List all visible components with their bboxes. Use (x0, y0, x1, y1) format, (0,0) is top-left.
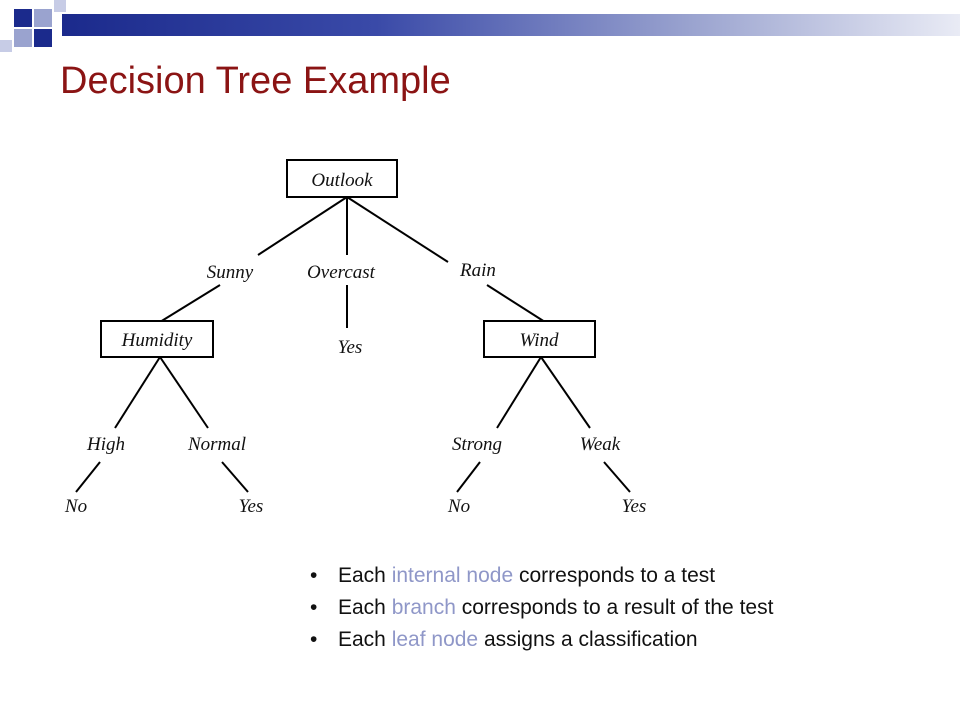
branch-sunny: Sunny (207, 262, 254, 283)
node-humidity: Humidity (121, 330, 193, 351)
note-text: Each (338, 564, 392, 587)
note-highlight: leaf node (391, 628, 479, 651)
decor-square (14, 29, 32, 47)
note-highlight: branch (391, 596, 456, 619)
leaf-high-no: No (64, 496, 87, 517)
edge-humidity-normal (159, 356, 209, 429)
branch-normal: Normal (187, 434, 246, 455)
node-box-wind (483, 320, 596, 358)
note-text: Each (338, 596, 392, 619)
note-item: • Each leaf node assigns a classification (310, 624, 773, 656)
edge-wind-weak (540, 356, 591, 429)
edge-outlook-rain (346, 196, 449, 263)
leaf-strong-no: No (447, 496, 470, 517)
header-band (62, 14, 960, 36)
node-box-humidity (100, 320, 214, 358)
edge-rain-wind (486, 284, 546, 323)
edge-wind-strong (496, 356, 542, 429)
leaf-weak-yes: Yes (622, 496, 647, 517)
bullet: • (310, 564, 318, 587)
slide-title: Decision Tree Example (60, 60, 451, 102)
decor-square (0, 40, 12, 52)
note-item: • Each branch corresponds to a result of … (310, 592, 773, 624)
branch-strong: Strong (452, 434, 502, 455)
tree-edges (75, 196, 631, 493)
note-text: corresponds to a test (513, 564, 716, 587)
branch-weak: Weak (580, 434, 621, 455)
note-text: Each (338, 628, 392, 651)
decor-square (34, 29, 52, 47)
bullet: • (310, 596, 318, 619)
bullet: • (310, 628, 318, 651)
edge-sunny-humidity (159, 284, 221, 323)
edge-normal-yes (221, 461, 249, 493)
edge-humidity-high (114, 356, 161, 429)
edge-weak-yes (603, 461, 631, 493)
decor-square (54, 0, 66, 12)
note-text: assigns a classification (478, 628, 698, 651)
leaf-normal-yes: Yes (239, 496, 264, 517)
notes-list: • Each internal node corresponds to a tes… (310, 560, 773, 656)
branch-overcast: Overcast (307, 262, 376, 283)
note-item: • Each internal node corresponds to a tes… (310, 560, 773, 592)
decor-square (14, 9, 32, 27)
edge-outlook-sunny (257, 196, 348, 256)
decor-square (34, 9, 52, 27)
node-outlook: Outlook (311, 170, 373, 191)
leaf-overcast-yes: Yes (338, 337, 363, 358)
node-box-outlook (286, 159, 398, 198)
edge-high-no (75, 461, 101, 493)
note-highlight: internal node (391, 564, 514, 587)
note-text: corresponds to a result of the test (455, 596, 774, 619)
node-wind: Wind (519, 330, 559, 351)
branch-rain: Rain (459, 260, 496, 281)
edge-strong-no (456, 461, 481, 493)
branch-high: High (86, 434, 125, 455)
